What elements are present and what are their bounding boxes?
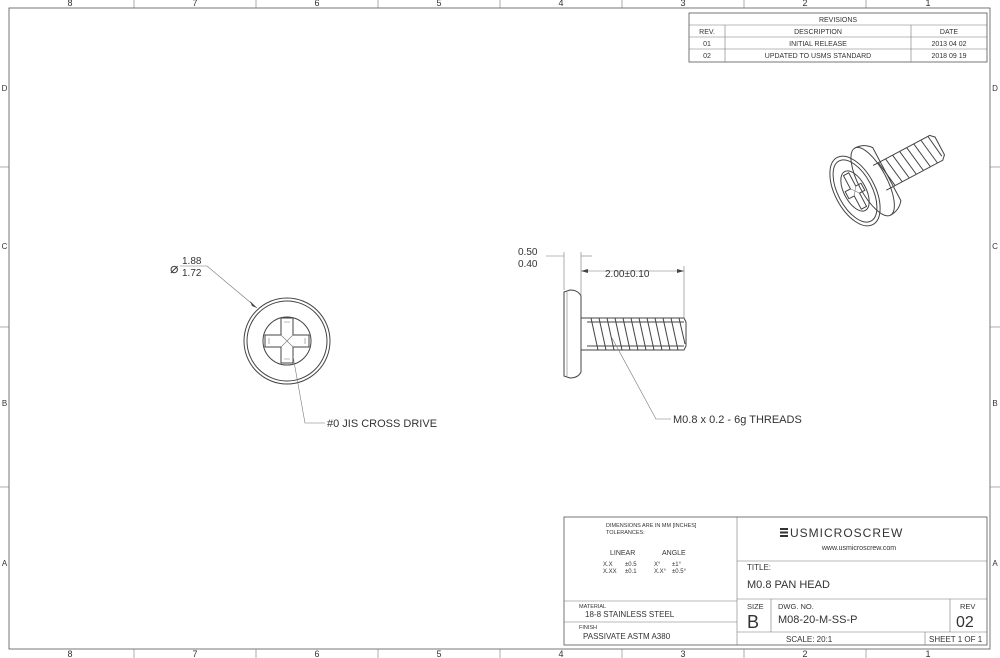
col-label-bottom-2: 2 [802, 649, 807, 658]
drive-note: #0 JIS CROSS DRIVE [327, 418, 437, 430]
row-label-left-d: D [2, 84, 8, 93]
diameter-leader [180, 265, 258, 309]
revision-row-1-rev: 01 [703, 41, 711, 48]
linear-tol-2-val: ±0.1 [625, 569, 637, 575]
revisions-title: REVISIONS [819, 17, 857, 24]
cross-drive-recess [264, 317, 310, 364]
dwg-no-value: M08-20-M-SS-P [778, 614, 857, 626]
drawing-title: M0.8 PAN HEAD [747, 579, 830, 591]
col-label-top-5: 5 [436, 0, 441, 8]
isometric-view-screw [829, 134, 945, 227]
company-logo-icon [780, 528, 788, 537]
revisions-header-description: DESCRIPTION [794, 29, 842, 36]
length-dimension: 2.00±0.10 [605, 269, 650, 280]
angle-tol-2-key: X.X° [654, 569, 667, 575]
rev-label: REV [960, 602, 975, 611]
row-label-right-d: D [992, 84, 998, 93]
row-label-left-a: A [2, 559, 8, 568]
material-label: MATERIAL [579, 604, 606, 610]
title-label: TITLE: [747, 563, 771, 572]
head-height-lower: 0.40 [518, 259, 538, 270]
col-label-bottom-6: 6 [314, 649, 319, 658]
diameter-symbol: ⌀ [170, 260, 178, 276]
row-label-left-c: C [2, 242, 8, 251]
scale-value: SCALE: 20:1 [786, 635, 833, 644]
col-label-bottom-5: 5 [436, 649, 441, 658]
side-view-dimensions [546, 252, 685, 318]
revision-row-2-date: 2018 09 19 [931, 53, 966, 60]
side-view-threads [587, 317, 686, 351]
sheet-value: SHEET 1 OF 1 [929, 635, 983, 644]
size-label: SIZE [747, 602, 764, 611]
revisions-header-date: DATE [940, 29, 958, 36]
col-label-top-1: 1 [925, 0, 930, 8]
revision-row-2-rev: 02 [703, 53, 711, 60]
row-label-right-a: A [992, 559, 998, 568]
column-labels: 8 7 6 5 4 3 2 1 8 7 6 5 4 3 2 1 [67, 0, 930, 658]
diameter-arrowhead [250, 301, 257, 308]
col-label-bottom-4: 4 [558, 649, 563, 658]
col-label-top-7: 7 [192, 0, 197, 8]
thread-note: M0.8 x 0.2 - 6g THREADS [673, 414, 802, 426]
col-label-bottom-1: 1 [925, 649, 930, 658]
linear-tol-1-key: X.X [603, 562, 613, 568]
row-label-left-b: B [2, 399, 7, 408]
col-label-top-8: 8 [67, 0, 72, 8]
rev-value: 02 [956, 614, 974, 631]
diameter-upper: 1.88 [182, 256, 202, 267]
angle-tol-1-key: X° [654, 562, 661, 568]
col-label-top-6: 6 [314, 0, 319, 8]
company-name: USMICROSCREW [790, 526, 903, 540]
angle-tol-1-val: ±1° [672, 562, 682, 568]
revision-row-2-description: UPDATED TO USMS STANDARD [765, 53, 871, 60]
thread-note-leader [611, 337, 671, 420]
row-labels: D C B A D C B A [2, 84, 999, 568]
row-label-right-b: B [992, 399, 997, 408]
col-label-bottom-8: 8 [67, 649, 72, 658]
revisions-table: REVISIONS REV. DESCRIPTION DATE 01 INITI… [688, 12, 988, 63]
revision-row-1-date: 2013 04 02 [931, 41, 966, 48]
col-label-top-3: 3 [680, 0, 685, 8]
front-view-screw-head [243, 297, 331, 385]
side-view-screw [563, 289, 687, 379]
head-height-upper: 0.50 [518, 247, 538, 258]
size-value: B [747, 612, 759, 632]
dims-note-1: DIMENSIONS ARE IN MM [INCHES] [606, 523, 697, 529]
company-website: www.usmicroscrew.com [821, 545, 896, 552]
title-block: DIMENSIONS ARE IN MM [INCHES] TOLERANCES… [563, 516, 988, 646]
angle-label: ANGLE [662, 550, 686, 557]
material-value: 18-8 STAINLESS STEEL [585, 610, 675, 619]
dwg-no-label: DWG. NO. [778, 602, 814, 611]
diameter-lower: 1.72 [182, 268, 202, 279]
side-view-head [563, 289, 582, 379]
col-label-bottom-3: 3 [680, 649, 685, 658]
angle-tol-2-val: ±0.5° [672, 569, 687, 575]
finish-value: PASSIVATE ASTM A380 [583, 632, 671, 641]
row-label-right-c: C [992, 242, 998, 251]
dims-note-2: TOLERANCES: [606, 530, 645, 536]
linear-label: LINEAR [610, 550, 635, 557]
revisions-header-rev: REV. [699, 29, 715, 36]
linear-tol-1-val: ±0.5 [625, 562, 637, 568]
drive-note-leader [292, 355, 325, 424]
col-label-bottom-7: 7 [192, 649, 197, 658]
revision-row-1-description: INITIAL RELEASE [789, 41, 847, 48]
linear-tol-2-key: X.XX [603, 569, 617, 575]
col-label-top-4: 4 [558, 0, 563, 8]
finish-label: FINISH [579, 625, 597, 631]
col-label-top-2: 2 [802, 0, 807, 8]
